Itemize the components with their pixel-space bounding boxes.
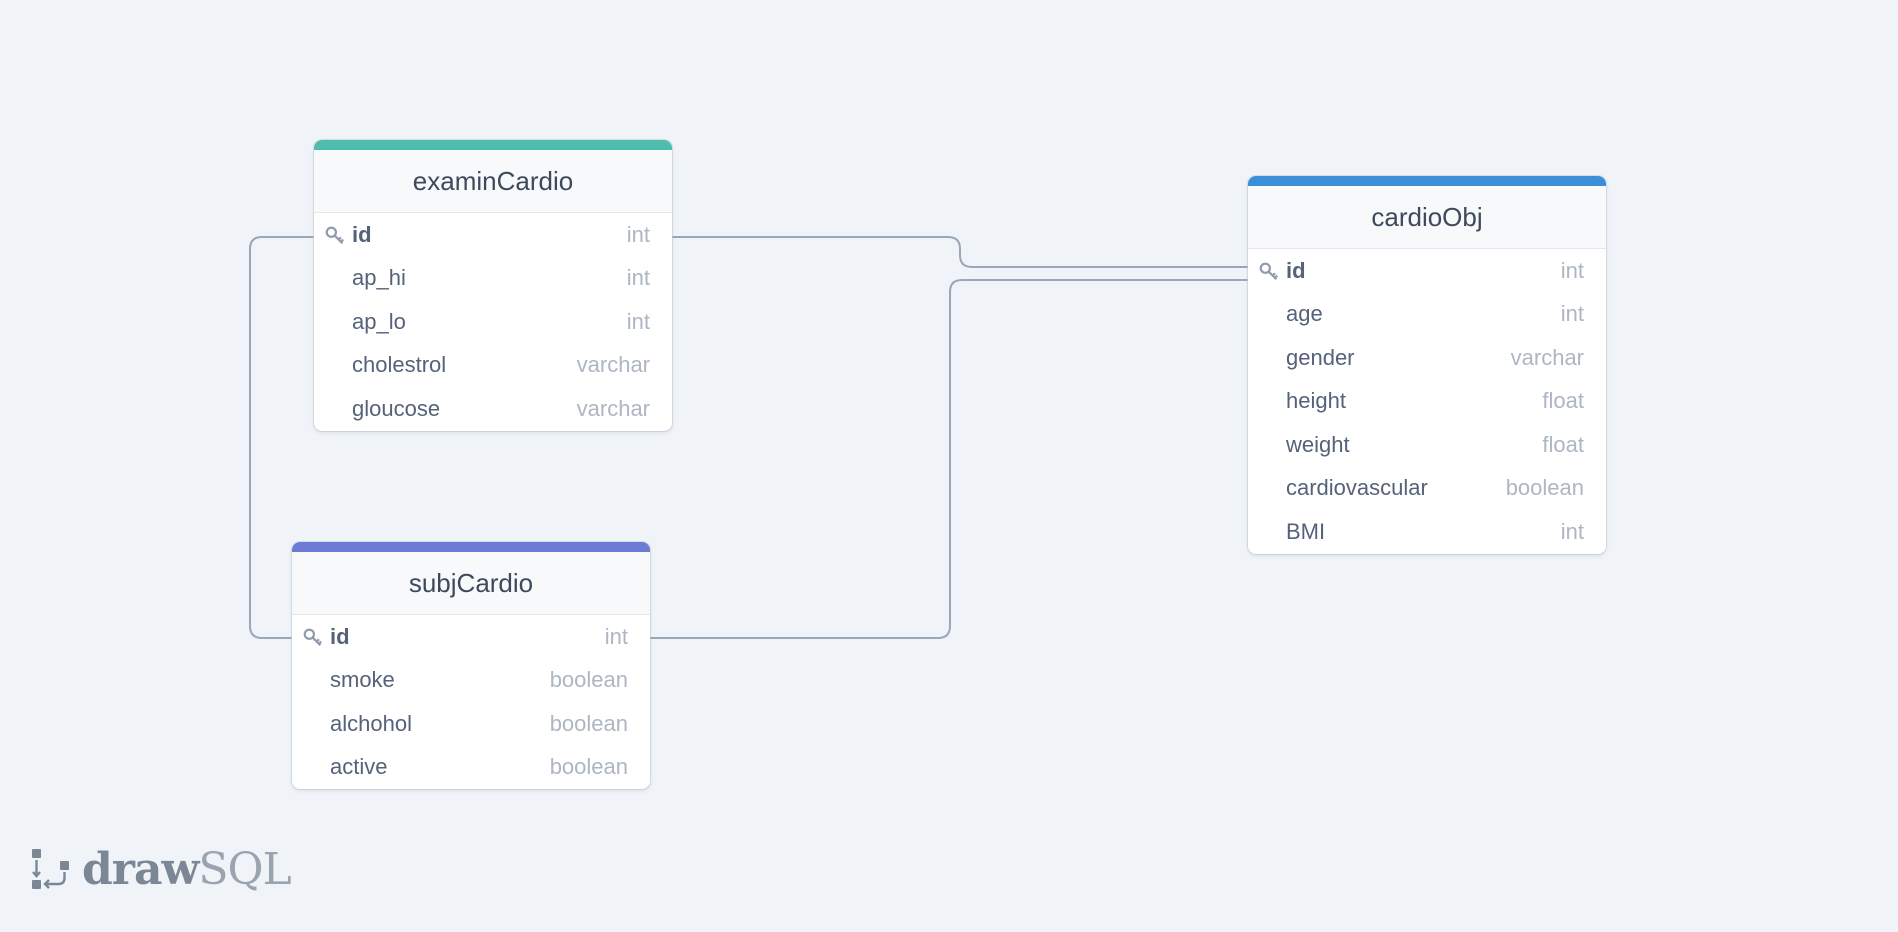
field-name: smoke bbox=[330, 667, 395, 693]
field-row[interactable]: smoke boolean bbox=[292, 659, 650, 703]
field-type: float bbox=[1542, 388, 1584, 414]
field-row[interactable]: BMI int bbox=[1248, 510, 1606, 554]
field-type: boolean bbox=[549, 710, 628, 736]
field-row[interactable]: height float bbox=[1248, 380, 1606, 424]
table-cardioobj[interactable]: cardioObj id int age int gender varchar … bbox=[1248, 176, 1606, 554]
relation-examincardio-cardioobj bbox=[672, 236, 1248, 268]
field-type: int bbox=[626, 221, 650, 247]
key-icon bbox=[303, 628, 323, 647]
relation-subjcardio-cardioobj bbox=[650, 279, 1248, 639]
field-row[interactable]: id int bbox=[1248, 249, 1606, 293]
table-color-bar bbox=[292, 542, 650, 552]
field-name: height bbox=[1286, 388, 1346, 414]
field-row[interactable]: cholestrol varchar bbox=[314, 344, 672, 388]
table-title: subjCardio bbox=[292, 552, 650, 615]
field-row[interactable]: ap_lo int bbox=[314, 300, 672, 344]
field-name: active bbox=[330, 754, 388, 780]
drawsql-logo-icon bbox=[32, 849, 69, 889]
table-examincardio[interactable]: examinCardio id int ap_hi int ap_lo int … bbox=[314, 140, 672, 431]
field-type: int bbox=[1560, 518, 1584, 544]
field-row[interactable]: weight float bbox=[1248, 423, 1606, 467]
field-type: boolean bbox=[549, 667, 628, 693]
table-title: cardioObj bbox=[1248, 186, 1606, 249]
field-row[interactable]: gender varchar bbox=[1248, 336, 1606, 380]
field-type: float bbox=[1542, 431, 1584, 457]
field-name: gender bbox=[1286, 344, 1355, 370]
field-name: BMI bbox=[1286, 518, 1326, 544]
field-type: int bbox=[626, 265, 650, 291]
field-row[interactable]: alchohol boolean bbox=[292, 702, 650, 746]
field-type: int bbox=[1560, 301, 1584, 327]
field-name: cholestrol bbox=[352, 352, 447, 378]
field-row[interactable]: gloucose varchar bbox=[314, 387, 672, 431]
field-name: age bbox=[1286, 301, 1323, 327]
table-subjcardio[interactable]: subjCardio id int smoke boolean alchohol… bbox=[292, 542, 650, 789]
table-color-bar bbox=[1248, 176, 1606, 186]
key-icon bbox=[1259, 262, 1279, 281]
field-row[interactable]: active boolean bbox=[292, 746, 650, 790]
field-type: boolean bbox=[1505, 475, 1584, 501]
field-name: cardiovascular bbox=[1286, 475, 1428, 501]
table-color-bar bbox=[314, 140, 672, 150]
field-name: ap_lo bbox=[352, 308, 406, 334]
field-row[interactable]: id int bbox=[314, 213, 672, 257]
field-type: varchar bbox=[1510, 344, 1584, 370]
field-type: varchar bbox=[576, 352, 650, 378]
field-type: int bbox=[626, 308, 650, 334]
key-icon bbox=[325, 226, 345, 245]
logo-text-sql: SQL bbox=[198, 843, 291, 895]
field-row[interactable]: ap_hi int bbox=[314, 257, 672, 301]
field-row[interactable]: age int bbox=[1248, 293, 1606, 337]
field-name: alchohol bbox=[330, 710, 412, 736]
field-type: int bbox=[1560, 257, 1584, 283]
field-row[interactable]: id int bbox=[292, 615, 650, 659]
logo-text-draw: draw bbox=[82, 843, 199, 895]
field-name: weight bbox=[1286, 431, 1350, 457]
field-type: int bbox=[604, 623, 628, 649]
field-name: id bbox=[330, 623, 350, 649]
field-name: gloucose bbox=[352, 395, 441, 421]
field-name: ap_hi bbox=[352, 265, 406, 291]
field-row[interactable]: cardiovascular boolean bbox=[1248, 467, 1606, 511]
field-type: varchar bbox=[576, 395, 650, 421]
table-title: examinCardio bbox=[314, 150, 672, 213]
relation-examincardio-subjcardio bbox=[249, 236, 314, 639]
field-name: id bbox=[1286, 257, 1306, 283]
field-type: boolean bbox=[549, 754, 628, 780]
field-name: id bbox=[352, 221, 372, 247]
